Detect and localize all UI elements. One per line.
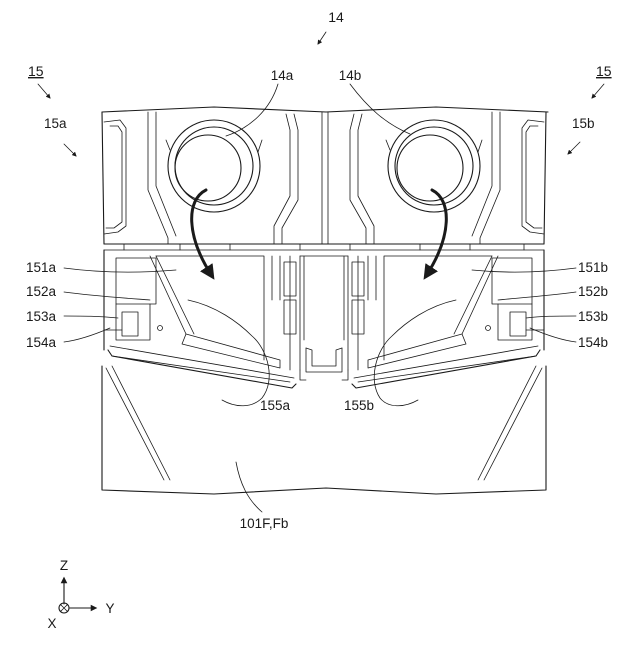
label-151b: 151b — [578, 260, 608, 275]
coordinate-axes: Z Y X — [47, 558, 114, 631]
axis-y-label: Y — [105, 601, 114, 616]
label-14a: 14a — [271, 68, 294, 83]
axis-x-label: X — [47, 616, 56, 631]
airflow-arrows — [192, 190, 447, 276]
label-155a: 155a — [260, 398, 291, 413]
label-154b: 154b — [578, 335, 608, 350]
label-15a: 15a — [44, 116, 67, 131]
label-153a: 153a — [26, 309, 57, 324]
label-15-left: 15 — [28, 63, 44, 79]
upper-housing — [102, 107, 548, 250]
label-154a: 154a — [26, 335, 57, 350]
fan-14a — [166, 120, 262, 212]
lower-body — [102, 366, 546, 494]
label-152b: 152b — [578, 284, 608, 299]
label-101: 101F,Fb — [240, 516, 289, 531]
duct-region — [104, 250, 544, 380]
louvers — [108, 346, 540, 388]
axis-z-label: Z — [60, 558, 68, 573]
label-15-right: 15 — [596, 63, 612, 79]
label-14: 14 — [328, 9, 344, 25]
leader-lines — [38, 32, 604, 512]
label-15b: 15b — [572, 116, 595, 131]
label-155b: 155b — [344, 398, 374, 413]
label-151a: 151a — [26, 260, 57, 275]
label-14b: 14b — [339, 68, 362, 83]
fan-14b — [386, 120, 482, 212]
reference-labels: 14 15 15 15a 15b 14a 14b 151a 152a 153a … — [26, 9, 612, 531]
label-152a: 152a — [26, 284, 57, 299]
label-153b: 153b — [578, 309, 608, 324]
